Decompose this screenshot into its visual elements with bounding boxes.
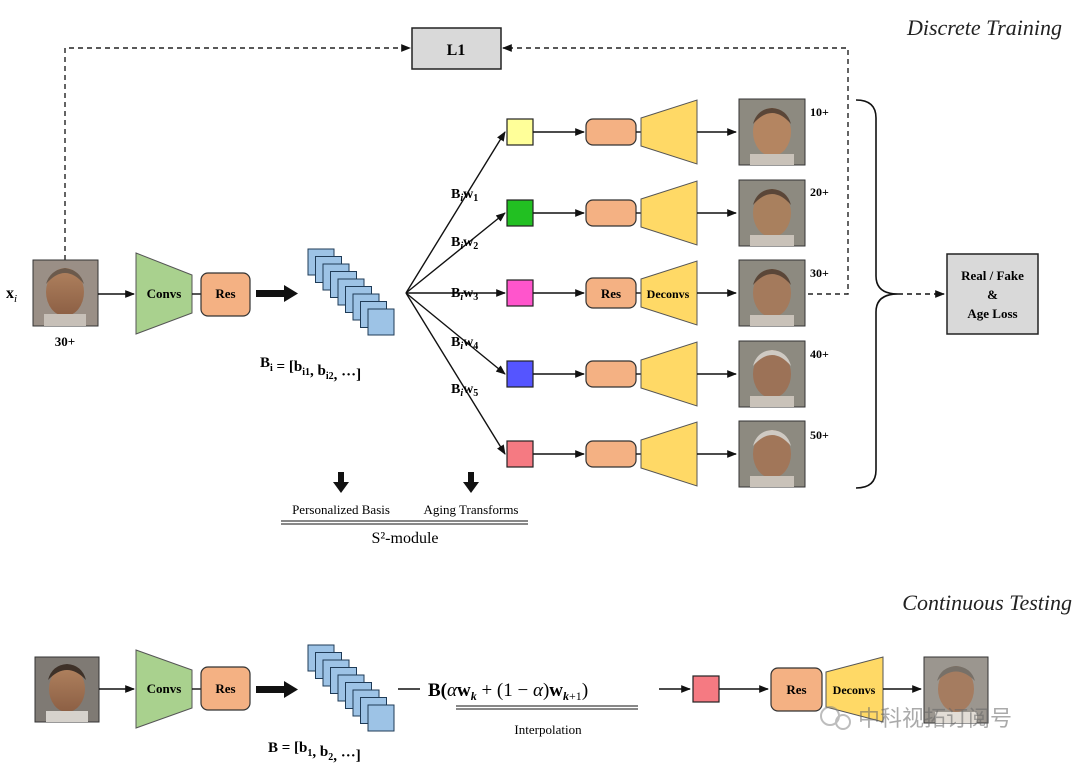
- output-face-image-1: [738, 98, 806, 166]
- watermark: 中科视拓订阅号: [820, 706, 1012, 731]
- s2-module-name: S²-module: [371, 530, 438, 547]
- age-code-square-5: [506, 440, 534, 468]
- output-face-image-5: [738, 420, 806, 488]
- test-encoder-res-block: Res: [200, 666, 251, 711]
- l1-loss-box: L1: [411, 27, 502, 70]
- branch-2: [506, 179, 806, 247]
- output-face-image-2: [738, 179, 806, 247]
- output-age-20: 20+: [810, 185, 829, 199]
- weight-label-4: Biw4: [451, 335, 478, 352]
- output-age-40: 40+: [810, 347, 829, 361]
- l1-dashed-loop: [64, 44, 849, 295]
- aging-transforms-label: Aging Transforms: [424, 502, 519, 517]
- encoder-res-block: Res: [200, 272, 251, 317]
- thick-arrow-to-basis: [256, 285, 298, 302]
- discriminator-line2: &: [987, 287, 998, 302]
- decoder-deconvs-block-2: [640, 180, 698, 246]
- weight-label-2: Biw2: [451, 235, 478, 252]
- branch3-res-label: Res: [601, 286, 621, 301]
- branch-lines: [405, 131, 506, 455]
- decoder-deconvs-block-4: [640, 341, 698, 407]
- personalized-basis-label: Personalized Basis: [292, 502, 390, 517]
- test-encoder-res-label: Res: [215, 681, 235, 696]
- decoder-res-block-5: [585, 440, 637, 468]
- decoder-res-block-4: [585, 360, 637, 388]
- output-brace: [855, 99, 899, 489]
- age-code-square-4: [506, 360, 534, 388]
- test-decoder-res-block: Res: [770, 667, 823, 712]
- decoder-res-block-1: [585, 118, 637, 146]
- input-face-image: [32, 259, 99, 327]
- output-face-image-3: [738, 259, 806, 327]
- decoder-deconvs-block-1: [640, 99, 698, 165]
- watermark-text: 中科视拓订阅号: [858, 706, 1012, 731]
- encoder-convs-block: Convs: [135, 252, 193, 335]
- test-output-face-image: [923, 656, 989, 724]
- section-title-training: Discrete Training: [906, 15, 1062, 40]
- branch3-deconvs-label: Deconvs: [647, 287, 690, 301]
- test-decoder-res-label: Res: [786, 682, 806, 697]
- discriminator-line3: Age Loss: [967, 306, 1017, 321]
- basis-map-9: [367, 704, 395, 732]
- branch-5: [506, 420, 806, 488]
- weight-label-1: Biw1: [451, 187, 478, 204]
- interpolation-label: Interpolation: [514, 722, 582, 737]
- test-encoder-convs-label: Convs: [147, 681, 182, 696]
- test-input-face-image: [34, 656, 100, 723]
- interpolation-equation: B(αwk + (1 − α)wk+1): [428, 680, 588, 703]
- age-code-square-3: [506, 279, 534, 307]
- test-thick-arrow: [256, 681, 298, 698]
- age-code-square-2: [506, 199, 534, 227]
- basis-stack-top: [307, 248, 395, 336]
- branch-1: [506, 98, 806, 166]
- decoder-deconvs-block-3: [640, 260, 698, 326]
- test-decoder-deconvs-block: Deconvs: [825, 656, 884, 723]
- branch-4: [506, 340, 806, 408]
- interpolated-code-square: [692, 675, 720, 703]
- output-age-50: 50+: [810, 428, 829, 442]
- weight-label-5: Biw5: [451, 382, 478, 399]
- test-encoder-convs-block: Convs: [135, 649, 193, 729]
- test-decoder-deconvs-label: Deconvs: [833, 683, 876, 697]
- basis-equation-bottom: B = [b1, b2, ···]: [268, 740, 361, 764]
- decoder-res-block-2: [585, 199, 637, 227]
- discriminator-line1: Real / Fake: [961, 268, 1024, 283]
- encoder-convs-label: Convs: [147, 286, 182, 301]
- basis-equation-top: Bi = [bi1, bi2, ···]: [260, 355, 361, 383]
- discriminator-box: Real / Fake & Age Loss: [946, 253, 1039, 335]
- input-label: xi: [6, 285, 17, 305]
- input-age-label: 30+: [55, 334, 75, 349]
- branch-3: [506, 259, 806, 327]
- decoder-branches: [506, 98, 806, 488]
- age-code-square-1: [506, 118, 534, 146]
- output-age-30: 30+: [810, 266, 829, 280]
- output-face-image-4: [738, 340, 806, 408]
- basis-map-9: [367, 308, 395, 336]
- l1-label: L1: [447, 42, 466, 59]
- encoder-res-label: Res: [215, 286, 235, 301]
- weight-label-3: Biw3: [451, 286, 478, 303]
- s2-module-legend: Personalized Basis Aging Transforms S²-m…: [281, 472, 528, 547]
- section-title-testing: Continuous Testing: [902, 590, 1072, 615]
- output-age-10: 10+: [810, 105, 829, 119]
- decoder-deconvs-block-5: [640, 421, 698, 487]
- basis-stack-bottom: [307, 644, 395, 732]
